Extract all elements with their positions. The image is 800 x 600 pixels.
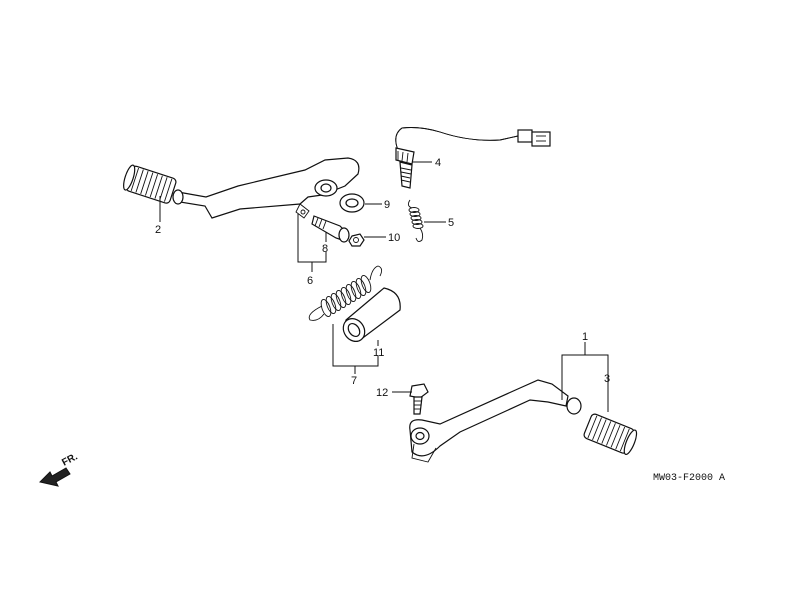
collar — [342, 287, 401, 342]
nut — [348, 233, 365, 247]
washer — [339, 193, 365, 213]
front-indicator-label: FR. — [60, 451, 80, 468]
callout-9: 9 — [384, 199, 390, 211]
gearshift-pedal-arm — [409, 379, 582, 463]
callout-12: 12 — [376, 387, 388, 399]
gearshift-bolt — [409, 383, 429, 415]
footpeg-rubber-lower — [583, 413, 638, 455]
callout-2: 2 — [155, 224, 161, 236]
return-spring — [308, 265, 383, 321]
leader-lines — [159, 161, 609, 412]
callout-5: 5 — [448, 217, 454, 229]
pivot-bolt — [311, 215, 350, 243]
stop-switch — [395, 127, 551, 189]
callout-1: 1 — [582, 331, 588, 343]
brake-pedal-arm — [172, 157, 360, 219]
callout-10: 10 — [388, 232, 400, 244]
callout-4: 4 — [435, 157, 441, 169]
callout-8: 8 — [322, 243, 328, 255]
footpeg-rubber-upper — [123, 164, 177, 204]
callout-3: 3 — [604, 373, 610, 385]
diagram-code: MW03-F2000 A — [653, 473, 725, 484]
callout-11: 11 — [373, 347, 384, 359]
callout-7: 7 — [351, 375, 357, 387]
front-arrow-icon: FR. — [39, 451, 80, 487]
switch-spring — [407, 199, 424, 243]
callouts: 2 4 5 9 10 8 6 11 7 12 1 3 — [155, 157, 610, 399]
callout-6: 6 — [307, 275, 313, 287]
